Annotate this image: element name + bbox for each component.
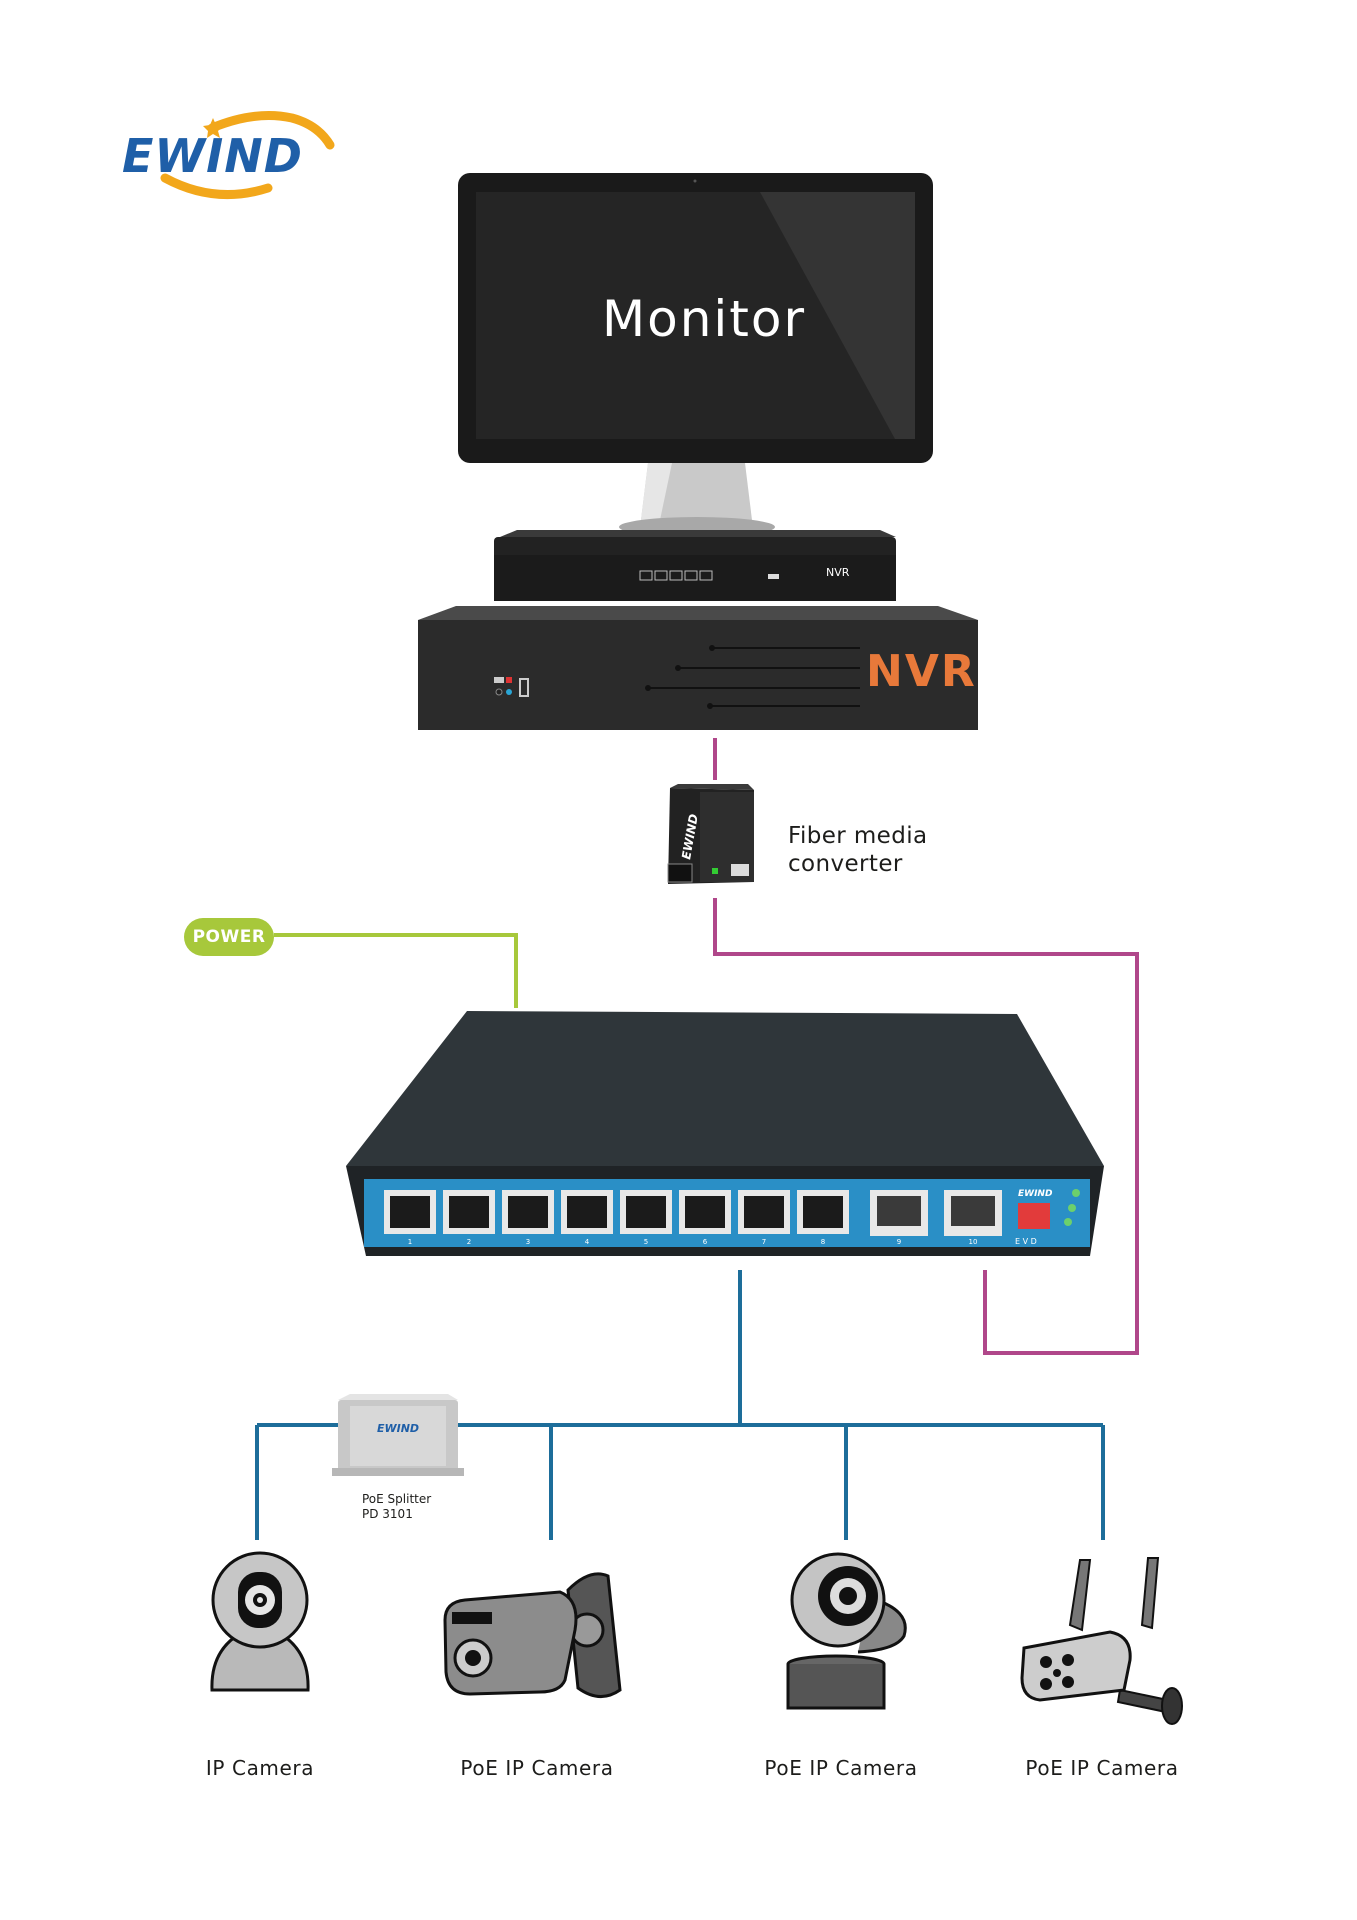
fiber-cable [713, 738, 1139, 1355]
fiber-media-converter: EWIND [667, 784, 754, 884]
logo-swoosh-bottom [160, 173, 273, 200]
power-cable [274, 933, 518, 1008]
bullet-visor [452, 1612, 492, 1624]
nvr-main-unit [418, 606, 978, 730]
monitor [458, 173, 933, 537]
antenna-cam-leds [1040, 1654, 1074, 1690]
converter-led [712, 868, 718, 874]
camera-label-4: PoE IP Camera [1025, 1756, 1179, 1780]
port-number-4: 4 [585, 1238, 590, 1246]
ethernet-cables [255, 1270, 1105, 1540]
antenna-cam-mount [1161, 1687, 1183, 1725]
converter-rj45-port [731, 864, 749, 876]
switch-brand: EWIND [1018, 1189, 1053, 1199]
antenna-cam-arm [1116, 1688, 1170, 1714]
nvr-top-usb [768, 574, 779, 579]
port-number-7: 7 [762, 1238, 766, 1246]
ptz-base [786, 1664, 886, 1710]
ip-camera-dome [210, 1551, 310, 1692]
monitor-label: Monitor [601, 290, 807, 348]
bullet-lens [465, 1650, 481, 1666]
logo-star [203, 118, 223, 138]
poe-switch: EWIND 1 2 3 4 5 6 7 8 9 10 E V D [346, 1011, 1104, 1256]
port-number-10: 10 [969, 1238, 978, 1246]
monitor-neck-shade [641, 463, 672, 520]
monitor-glare [760, 192, 915, 439]
poe-camera-bullet [443, 1572, 622, 1698]
nvr-top-lid [500, 530, 896, 537]
port-number-5: 5 [644, 1238, 648, 1246]
splitter-mount-bottom [332, 1468, 464, 1476]
port-number-3: 3 [526, 1238, 530, 1246]
port-number-8: 8 [821, 1238, 825, 1246]
splitter-face [350, 1406, 446, 1466]
ptz-lens [839, 1587, 857, 1605]
nvr-top-label: NVR [826, 566, 850, 579]
antenna-cam-body [1020, 1630, 1132, 1702]
ewind-logo: EWIND [122, 111, 335, 200]
port-number-2: 2 [467, 1238, 471, 1246]
nvr-main-top [418, 606, 978, 620]
camera-label-2: PoE IP Camera [460, 1756, 614, 1780]
poe-camera-antenna [1020, 1557, 1183, 1725]
camera-label-3: PoE IP Camera [764, 1756, 918, 1780]
poe-camera-ptz [786, 1552, 907, 1710]
nvr-top-unit [494, 530, 896, 601]
logo-wordmark: EWIND [122, 129, 303, 183]
switch-ports [384, 1190, 1002, 1236]
camera-label-1: IP Camera [205, 1756, 315, 1780]
logo-swoosh-top [207, 111, 335, 150]
port-number-9: 9 [897, 1238, 901, 1246]
switch-top [346, 1011, 1104, 1166]
converter-sfp-port [667, 863, 693, 883]
splitter-brand: EWIND [377, 1422, 419, 1435]
nvr-main-body [418, 620, 978, 730]
switch-dip-switch [1018, 1203, 1050, 1229]
port-number-6: 6 [703, 1238, 708, 1246]
nvr-top-front [494, 555, 896, 601]
nvr-front-buttons [494, 677, 529, 697]
antenna-left [1068, 1559, 1092, 1632]
port-number-1: 1 [408, 1238, 412, 1246]
nvr-main-lines [648, 647, 860, 707]
antenna-right [1140, 1557, 1160, 1630]
monitor-camera [693, 179, 697, 183]
dome-lens-dot [257, 1597, 263, 1603]
nvr-front-label: NVR [866, 646, 977, 697]
poe-splitter: EWIND [332, 1394, 464, 1476]
switch-dip-label: E V D [1015, 1237, 1037, 1246]
nvr-main-dots [645, 645, 715, 709]
power-badge: POWER [184, 918, 274, 956]
splitter-top [338, 1394, 458, 1400]
switch-port-numbers: 1 2 3 4 5 6 7 8 9 10 [408, 1238, 978, 1246]
nvr-top-ports [639, 570, 713, 581]
splitter-label: PoE Splitter PD 3101 [362, 1492, 432, 1521]
fiber-converter-label: Fiber media converter [788, 823, 928, 877]
switch-leds [1064, 1189, 1080, 1226]
